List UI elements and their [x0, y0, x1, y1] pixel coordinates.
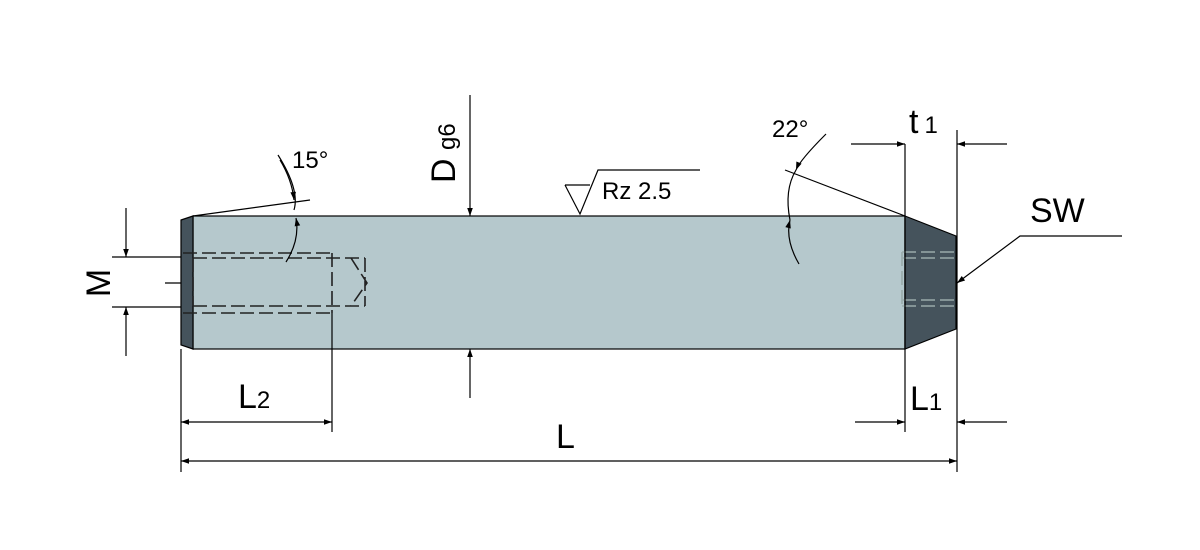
leader-SW [956, 235, 1122, 284]
left-chamfer [180, 215, 194, 350]
angle-22-dimension [784, 133, 906, 265]
label-D: D [425, 158, 463, 183]
thread-extension-lines [112, 256, 181, 308]
label-surface-finish: Rz 2.5 [602, 178, 671, 205]
pin-body [192, 215, 906, 350]
right-cone-end [904, 215, 957, 350]
label-SW: SW [1030, 192, 1085, 230]
label-angle-22: 22° [772, 116, 808, 143]
label-D-tolerance: g6 [434, 123, 461, 150]
angle-15-dimension [192, 154, 311, 263]
surface-finish-symbol: Rz 2.5 [564, 169, 700, 216]
label-L2: L2 [238, 378, 270, 416]
label-L: L [556, 418, 575, 456]
label-L1: L1 [910, 380, 942, 418]
threaded-hole [183, 252, 368, 314]
label-M: M [80, 269, 118, 297]
extension-lines [180, 130, 958, 472]
hex-socket [901, 251, 956, 307]
label-angle-15: 15° [292, 147, 328, 174]
